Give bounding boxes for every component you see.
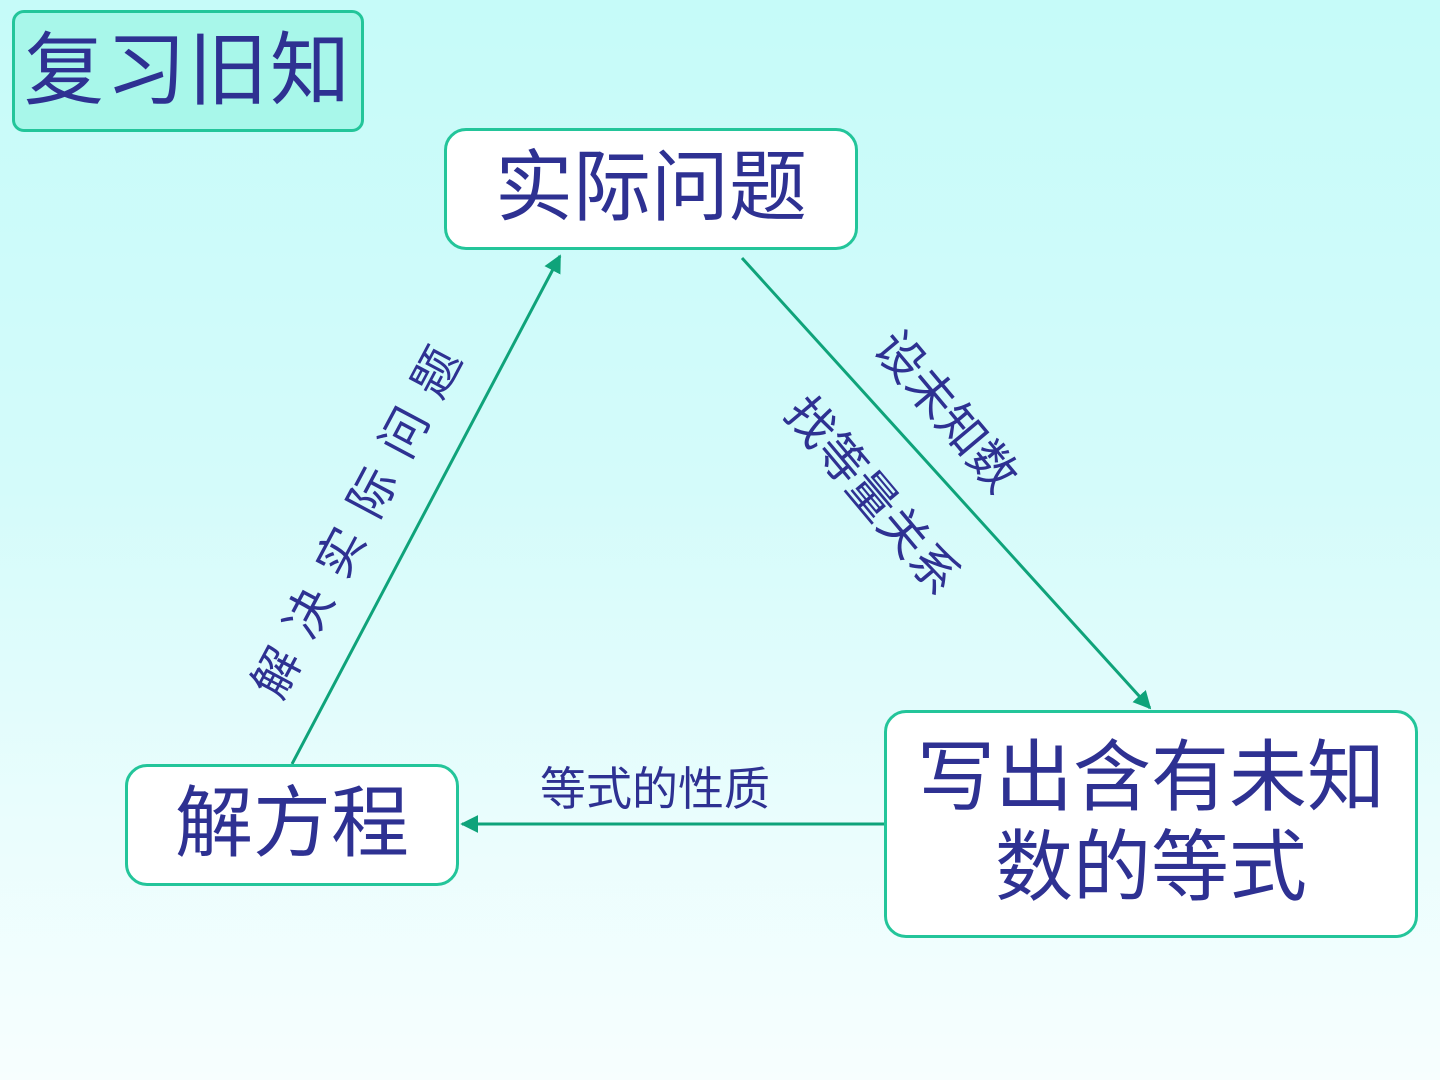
node-write-equation: 写出含有未知 数的等式 — [884, 710, 1418, 938]
node-real-problem: 实际问题 — [444, 128, 858, 250]
node-real-problem-label: 实际问题 — [494, 143, 807, 234]
node-write-equation-line1: 写出含有未知 — [916, 733, 1385, 824]
edge-label-equation-properties: 等式的性质 — [540, 762, 770, 816]
arrow-left-to-top — [290, 254, 562, 765]
node-write-equation-line2: 数的等式 — [994, 823, 1307, 913]
arrow-top-to-right — [740, 256, 1152, 710]
section-title: 复习旧知 — [24, 24, 352, 117]
node-solve-equation: 解方程 — [125, 764, 459, 886]
section-title-box: 复习旧知 — [12, 10, 364, 132]
node-solve-equation-label: 解方程 — [174, 779, 409, 870]
